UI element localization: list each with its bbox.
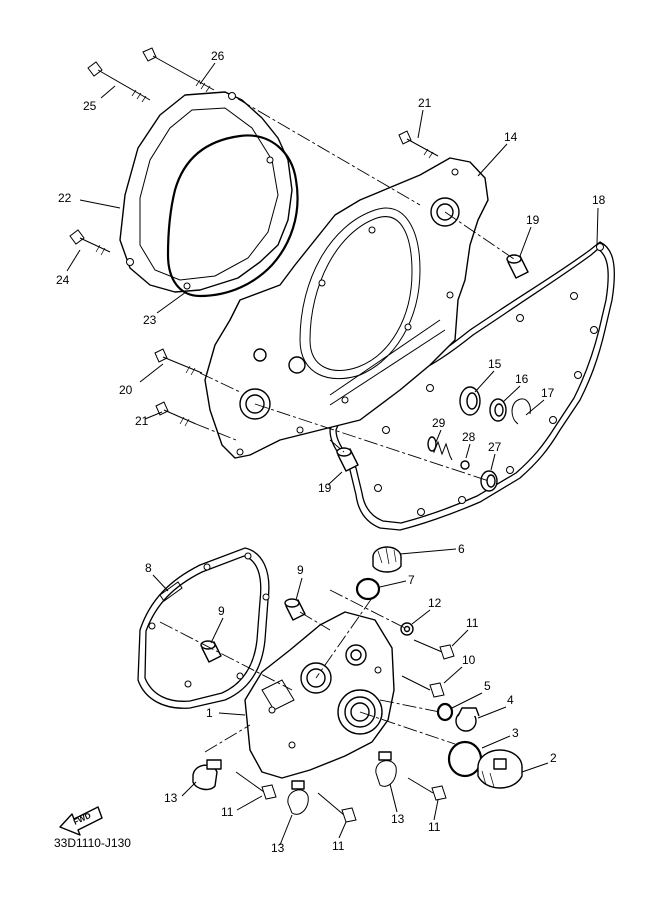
alignment-line <box>329 589 406 629</box>
callout-9: 9 <box>218 604 225 618</box>
circlip-17 <box>511 398 531 425</box>
alignment-line <box>329 439 345 453</box>
washer-12 <box>400 622 414 636</box>
callout-19: 19 <box>318 481 332 495</box>
callout-11: 11 <box>466 616 479 630</box>
bolt-21-upper <box>398 130 439 159</box>
callout-11: 11 <box>332 839 345 853</box>
crankcase-cover-14 <box>204 157 489 459</box>
callout-13: 13 <box>271 841 285 855</box>
callout-28: 28 <box>462 430 476 444</box>
plug-4 <box>455 707 480 732</box>
diagram-reference-code: 33D1110-J130 <box>54 836 131 850</box>
callout-10: 10 <box>462 653 476 667</box>
callout-14: 14 <box>504 130 518 144</box>
bolt-11-center <box>317 792 357 823</box>
alignment-line <box>195 423 237 441</box>
bolt-10 <box>401 675 445 698</box>
dowel-pin-9-upper <box>284 598 306 621</box>
dowel-pin-19-lower <box>336 447 359 472</box>
callout-7: 7 <box>408 573 415 587</box>
callout-leaders <box>66 62 599 846</box>
callout-22: 22 <box>58 191 72 205</box>
bolt-11-right-upper <box>413 639 455 660</box>
clutch-cover-22 <box>119 91 293 293</box>
callout-21: 21 <box>135 414 149 428</box>
callout-11: 11 <box>221 805 234 819</box>
callout-12: 12 <box>428 596 442 610</box>
water-pump-cover-1 <box>244 611 395 779</box>
callout-6: 6 <box>458 542 465 556</box>
callout-15: 15 <box>488 357 502 371</box>
callout-29: 29 <box>432 416 446 430</box>
gasket-18 <box>329 241 615 531</box>
oring-5 <box>436 702 454 722</box>
spring-29 <box>427 436 453 461</box>
callout-25: 25 <box>83 99 97 113</box>
bolt-25 <box>87 61 151 103</box>
bolt-20 <box>154 348 203 376</box>
bolt-11-right-lower <box>407 777 447 801</box>
bolt-21-lower <box>155 401 197 427</box>
bolt-26 <box>142 47 215 93</box>
callout-5: 5 <box>484 679 491 693</box>
oring-7 <box>355 577 381 601</box>
callout-21: 21 <box>418 96 432 110</box>
alignment-line <box>299 611 331 631</box>
callout-11: 11 <box>428 820 441 834</box>
alignment-line <box>237 98 421 206</box>
filler-cap-6 <box>372 546 402 573</box>
callout-20: 20 <box>119 383 133 397</box>
ball-28 <box>460 460 470 470</box>
hose-clamp-13-left <box>192 759 222 791</box>
callout-9: 9 <box>297 563 304 577</box>
alignment-line <box>204 724 251 753</box>
callout-13: 13 <box>391 812 405 826</box>
callout-26: 26 <box>211 49 225 63</box>
plunger-27 <box>480 470 498 492</box>
alignment-line <box>199 372 241 393</box>
gasket-8 <box>137 547 270 709</box>
alignment-line <box>254 403 490 482</box>
callout-18: 18 <box>592 193 606 207</box>
alignment-line <box>315 597 373 679</box>
bolt-11-left <box>235 771 277 800</box>
alignment-line <box>444 211 515 260</box>
callout-2: 2 <box>550 751 557 765</box>
alignment-line <box>359 711 456 745</box>
callout-1: 1 <box>206 706 213 720</box>
callout-24: 24 <box>56 273 70 287</box>
callout-16: 16 <box>515 372 529 386</box>
oil-seal-15 <box>459 386 481 416</box>
oring-3 <box>447 740 483 778</box>
callout-8: 8 <box>145 561 152 575</box>
drain-plug-2 <box>477 749 523 789</box>
bolt-24 <box>69 229 111 256</box>
callout-17: 17 <box>541 386 555 400</box>
callout-13: 13 <box>164 791 178 805</box>
callout-23: 23 <box>143 313 157 327</box>
hose-clamp-13-right <box>375 751 397 787</box>
alignment-line <box>379 699 441 713</box>
callout-4: 4 <box>507 693 514 707</box>
hose-clamp-13-center <box>287 780 309 815</box>
washer-16 <box>489 398 507 422</box>
fwd-arrow-icon: FWD <box>59 806 103 836</box>
callout-numbers: 26 25 21 14 22 18 19 24 23 15 20 16 17 2… <box>56 49 606 855</box>
dowel-pin-19-upper <box>506 254 529 279</box>
callout-27: 27 <box>488 440 502 454</box>
alignment-line <box>159 621 293 691</box>
callout-19: 19 <box>526 213 540 227</box>
callout-3: 3 <box>512 726 519 740</box>
oring-23 <box>166 134 299 298</box>
